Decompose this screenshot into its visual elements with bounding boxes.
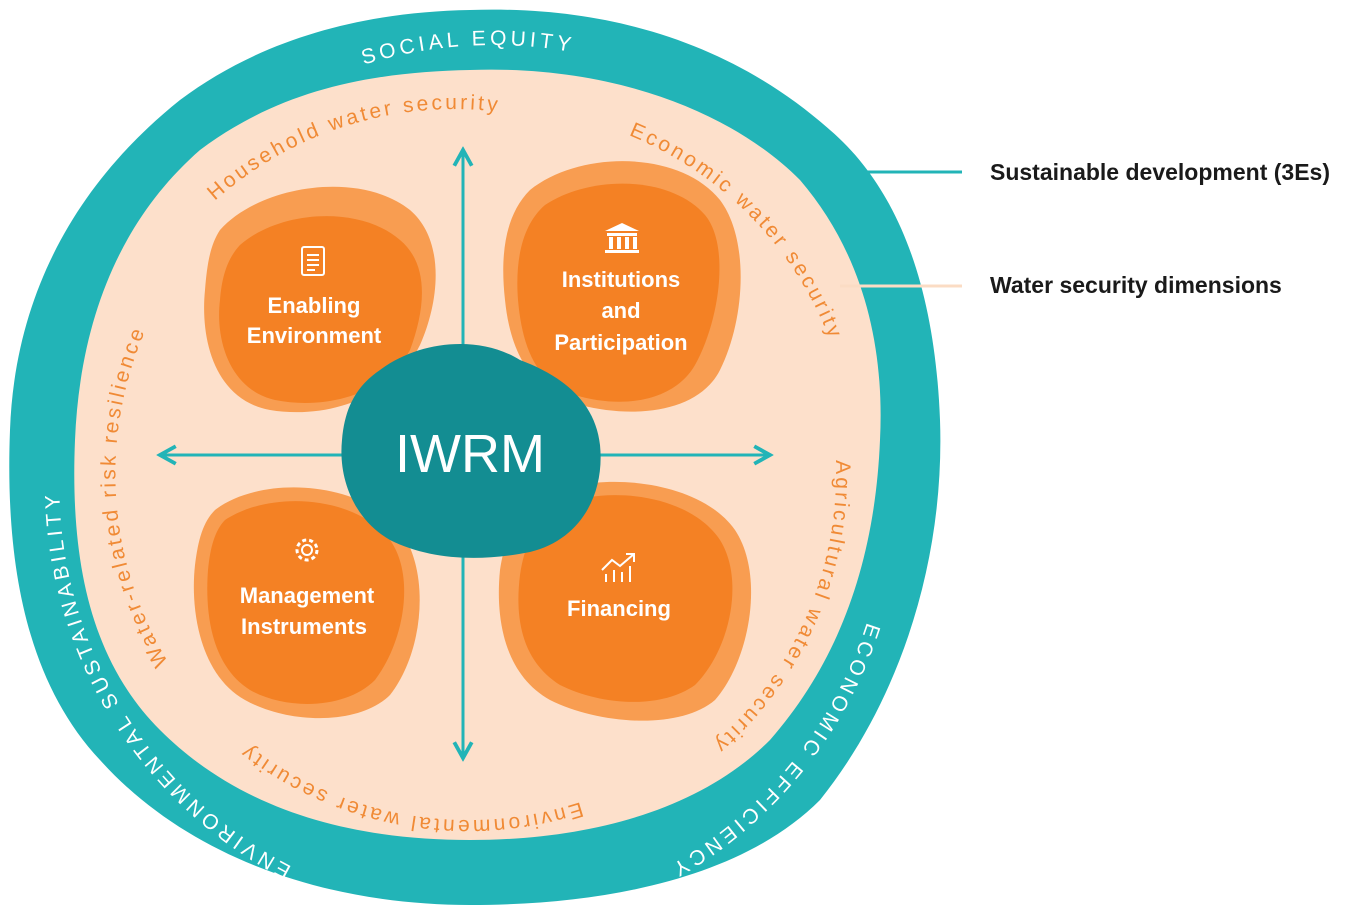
iwrm-center-label: IWRM: [395, 424, 545, 484]
quadrant-management-instruments: [193, 487, 420, 719]
quadrant-3-label-line1: Management: [240, 583, 375, 608]
gear-icon: [295, 538, 319, 562]
legend: Sustainable development (3Es) Water secu…: [840, 159, 1330, 298]
document-icon: [301, 246, 325, 276]
quadrant-2-label-line2: and: [601, 298, 640, 323]
quadrant-enabling-environment: [204, 186, 436, 413]
legend-label-water-security: Water security dimensions: [990, 272, 1282, 298]
quadrant-financing: [498, 481, 752, 721]
quadrant-1-label-line1: Enabling: [268, 293, 361, 318]
quadrant-institutions-participation: [503, 161, 741, 412]
quadrant-2-label-line1: Institutions: [562, 267, 681, 292]
quadrant-3-label-line2: Instruments: [241, 614, 367, 639]
quadrant-2-label-line3: Participation: [554, 330, 687, 355]
institution-building-icon: [605, 223, 639, 253]
iwrm-center-blob: [341, 343, 601, 558]
quadrant-1-label-line2: Environment: [247, 323, 382, 348]
growth-chart-icon: [601, 553, 635, 582]
legend-label-sustainable: Sustainable development (3Es): [990, 159, 1330, 185]
quadrant-4-label-line1: Financing: [567, 596, 671, 621]
